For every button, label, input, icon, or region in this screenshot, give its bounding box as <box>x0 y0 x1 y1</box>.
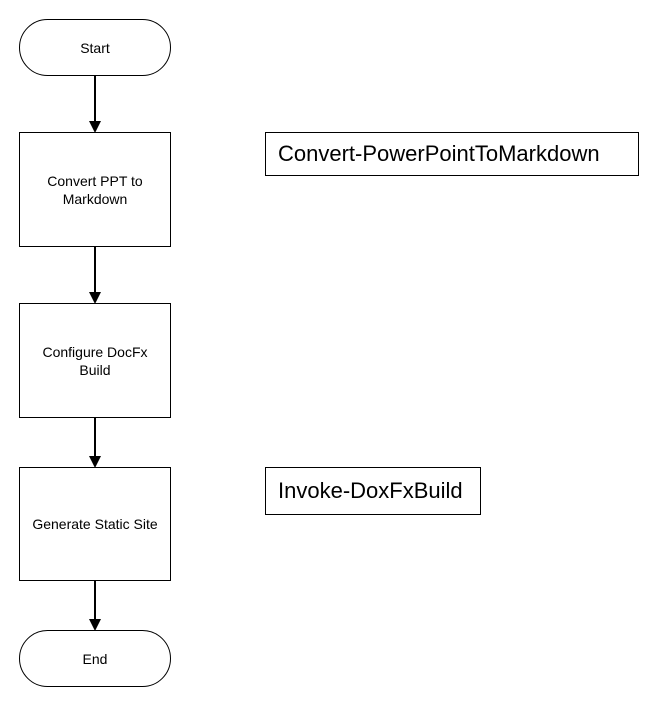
convert-ppt-node: Convert PPT to Markdown <box>19 132 171 247</box>
end-node: End <box>19 630 171 687</box>
build-command-annotation: Invoke-DoxFxBuild <box>265 467 481 515</box>
build-command-label: Invoke-DoxFxBuild <box>278 478 463 503</box>
configure-docfx-node-label: Configure DocFx Build <box>42 343 148 378</box>
generate-site-node-label: Generate Static Site <box>32 516 158 532</box>
generate-site-node: Generate Static Site <box>19 467 171 581</box>
end-node-label: End <box>82 650 108 667</box>
convert-command-annotation: Convert-PowerPointToMarkdown <box>265 132 639 176</box>
start-node: Start <box>19 19 171 76</box>
start-node-label: Start <box>80 39 110 56</box>
configure-docfx-node: Configure DocFx Build <box>19 303 171 418</box>
convert-command-label: Convert-PowerPointToMarkdown <box>278 141 600 166</box>
convert-ppt-node-label: Convert PPT to Markdown <box>47 172 143 207</box>
